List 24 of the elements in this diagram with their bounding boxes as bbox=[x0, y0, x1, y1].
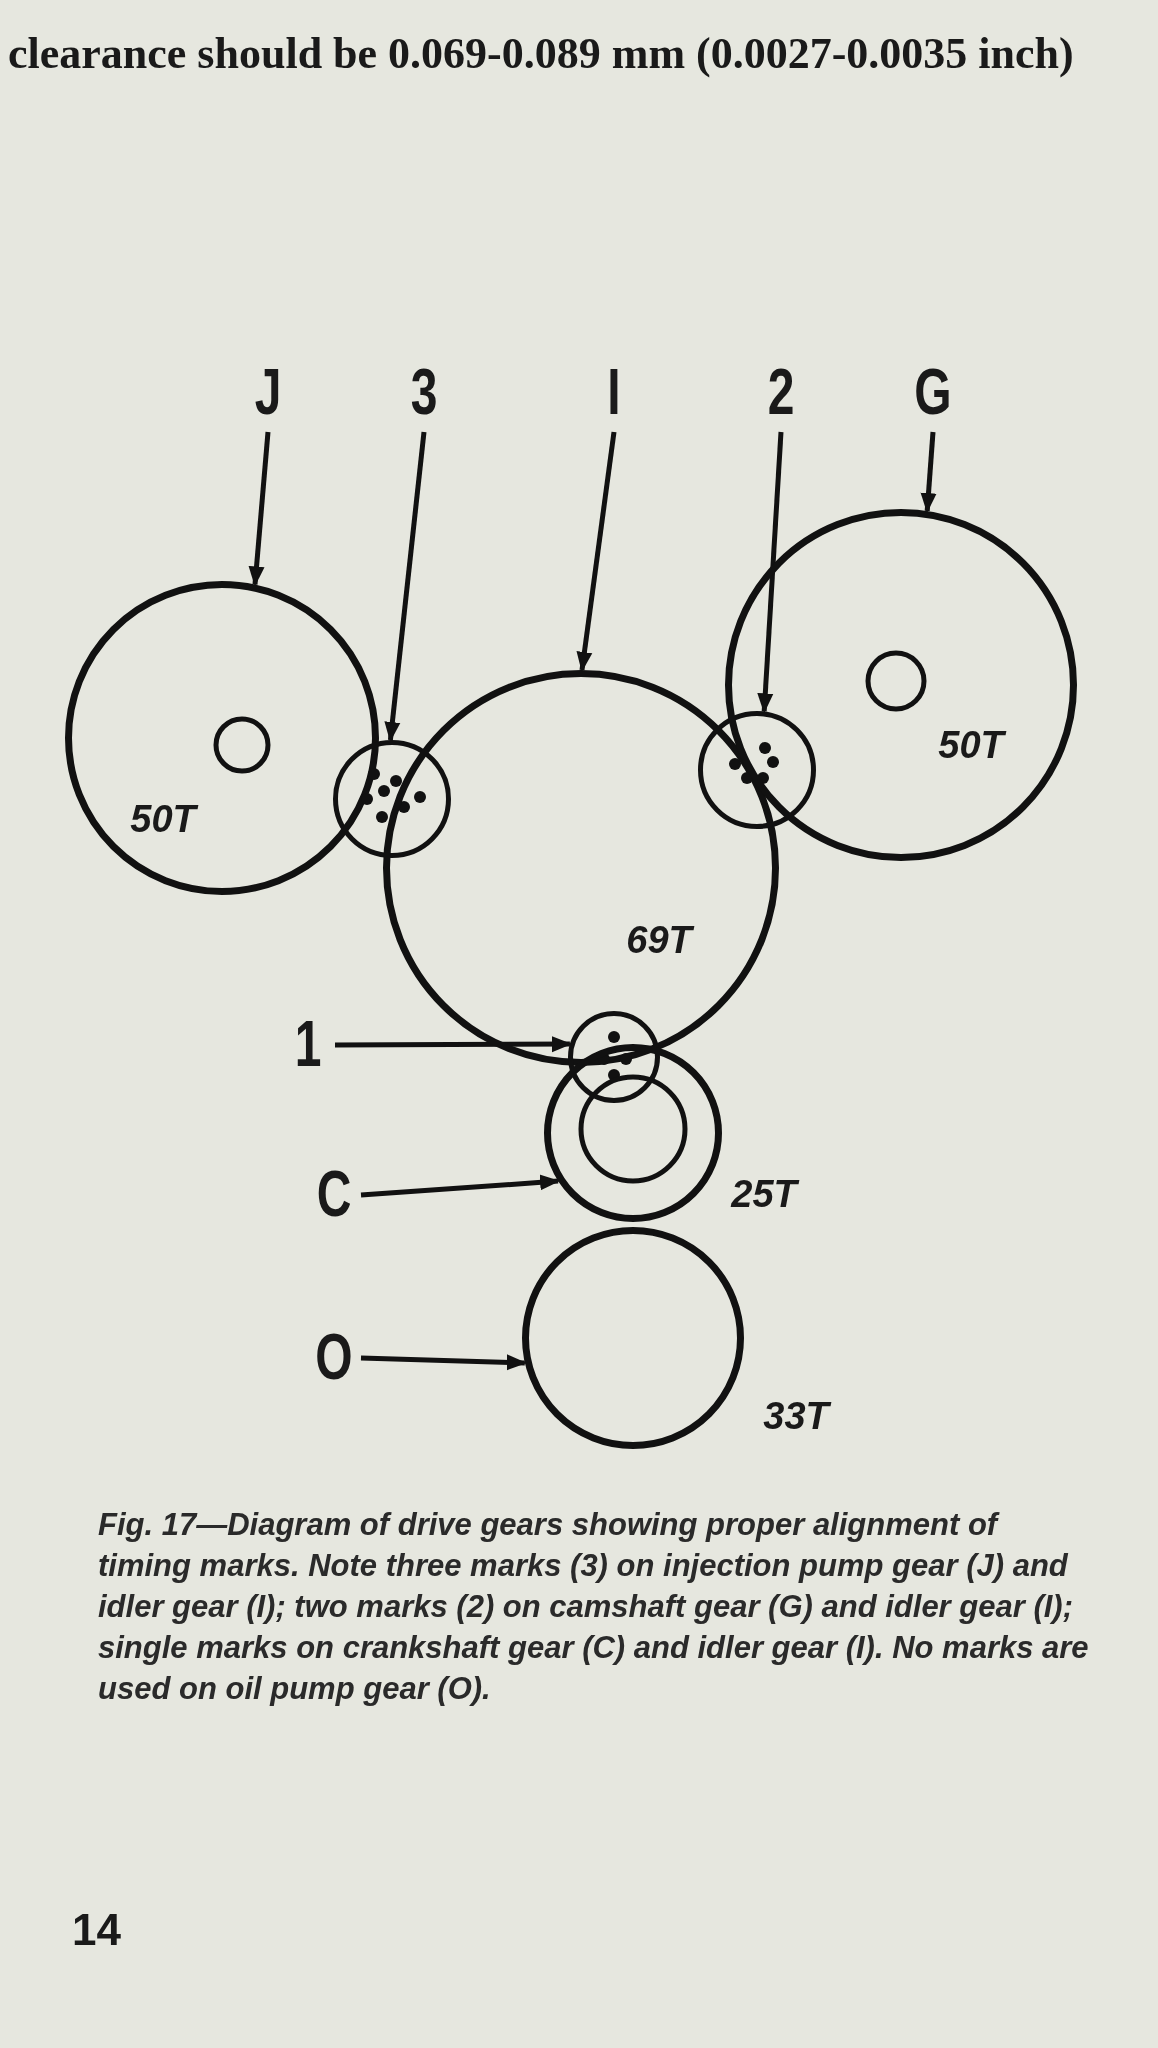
callout-label: O bbox=[315, 1325, 353, 1391]
leader-arrow bbox=[920, 431, 937, 513]
page-number: 14 bbox=[72, 1905, 121, 1955]
timing-mark-circle bbox=[698, 711, 816, 829]
body-text: clearance should be 0.069-0.089 mm (0.0027-0.0035 inch) bbox=[8, 30, 1075, 79]
leader-arrow bbox=[757, 431, 784, 714]
gear-circle bbox=[725, 509, 1077, 861]
leader-arrow bbox=[360, 1174, 561, 1198]
gear-circle bbox=[65, 581, 379, 895]
callout-label: G bbox=[910, 360, 956, 430]
callout-label: 2 bbox=[758, 360, 804, 430]
callout-label: J bbox=[245, 360, 291, 430]
timing-mark-circle bbox=[333, 740, 451, 858]
figure-caption: Fig. 17—Diagram of drive gears showing proper alignment of timing marks. Note three marks (3) on injection pump gear (J) and idler gear (I); two marks (2) on camshaft gear (G) and idler gear (I); single marks on crankshaft gear (C) and idler gear (I). No marks are used on oil pump gear (O). bbox=[98, 1506, 1090, 1708]
leader-arrow bbox=[576, 431, 617, 672]
callout-label: 3 bbox=[401, 360, 447, 430]
leader-arrow bbox=[335, 1036, 572, 1053]
callout-label: I bbox=[591, 360, 637, 430]
leader-arrow bbox=[384, 431, 427, 742]
callout-label: 1 bbox=[289, 1012, 327, 1078]
callout-label: C bbox=[315, 1162, 353, 1228]
leader-arrow bbox=[248, 431, 271, 587]
timing-mark-circle bbox=[568, 1011, 660, 1103]
leader-arrow bbox=[360, 1354, 527, 1371]
